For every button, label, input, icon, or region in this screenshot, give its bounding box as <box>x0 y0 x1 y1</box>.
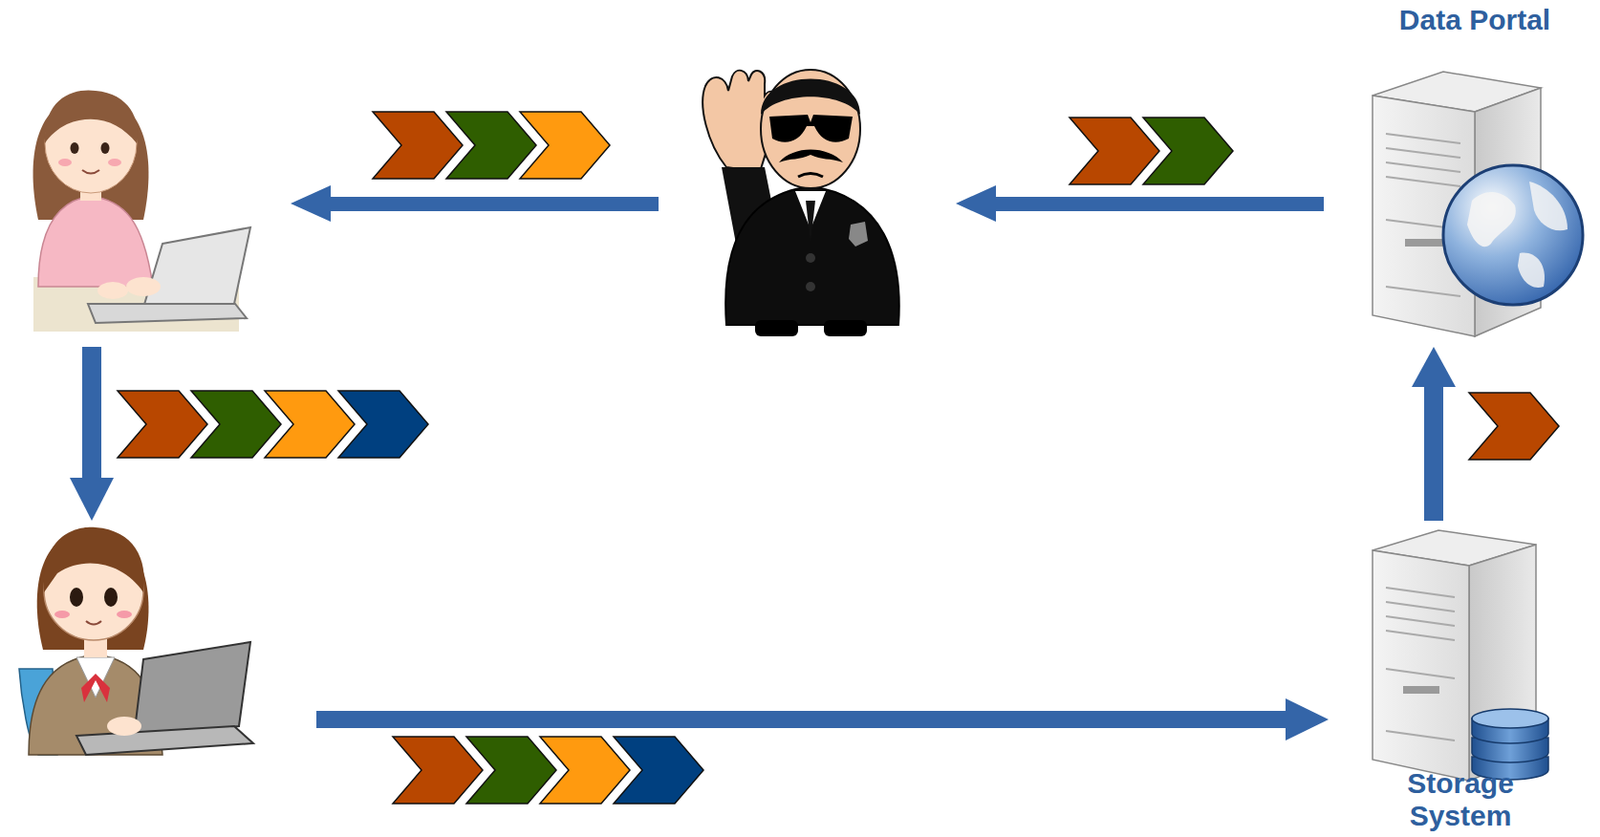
chevron <box>446 111 537 179</box>
user-figure-part <box>116 610 132 619</box>
user-figure-part <box>58 158 72 167</box>
chevron <box>392 736 483 804</box>
gatekeeper-figure-part <box>848 221 868 247</box>
user-figure-part <box>107 716 142 736</box>
user-figure-part <box>69 587 84 607</box>
server-node: Storage System <box>1357 520 1600 837</box>
user-figure-part <box>76 726 254 756</box>
chevron <box>519 111 610 179</box>
gatekeeper-figure-part <box>805 253 816 263</box>
server-node: Data Portal <box>1357 0 1600 347</box>
storage-server-icon-part-part <box>1385 616 1455 627</box>
web-server-icon-part-part <box>1385 162 1461 173</box>
user-figure-part <box>101 142 110 154</box>
gatekeeper-figure-part <box>769 114 853 143</box>
web-server-icon-part <box>1443 165 1583 305</box>
arrow-head <box>955 185 996 222</box>
user-figure-part <box>70 142 80 154</box>
user-figure-part <box>54 610 70 619</box>
chevron <box>117 390 208 458</box>
gatekeeper-figure-part <box>798 173 823 178</box>
web-server-icon-part <box>1517 253 1545 288</box>
user-figure-part <box>97 281 129 300</box>
chevron <box>1069 117 1160 185</box>
web-server-icon-part <box>1529 181 1568 231</box>
flow-arrow <box>1424 387 1444 521</box>
user-figure-part <box>87 303 247 324</box>
gatekeeper-figure-part <box>760 69 861 189</box>
web-server-icon <box>1372 71 1583 337</box>
user-figure-part <box>38 195 153 287</box>
chevron <box>191 390 282 458</box>
web-server-icon-part-part <box>1385 148 1461 158</box>
chevron <box>372 111 463 179</box>
storage-server-icon-part <box>1385 587 1455 741</box>
web-server-icon-part-part <box>1385 176 1461 187</box>
user-figure <box>33 89 251 332</box>
web-server-icon-part-part <box>1385 133 1461 144</box>
gatekeeper-figure-part <box>778 150 844 164</box>
user-figure-part <box>126 277 161 297</box>
arrow-head <box>290 185 331 222</box>
gatekeeper-figure-part <box>725 186 900 325</box>
storage-server-icon-part <box>1403 686 1440 694</box>
gatekeeper-figure-part <box>760 79 861 116</box>
chevron <box>466 736 557 804</box>
gatekeeper-figure-part <box>805 281 816 292</box>
arrow-shaft <box>328 196 659 212</box>
storage-server-icon-part-part <box>1385 731 1455 741</box>
storage-server-icon-part-part <box>1385 602 1455 612</box>
user-figure-part <box>104 587 118 607</box>
gatekeeper-figure-part <box>805 200 816 244</box>
user-figure-part <box>86 621 102 626</box>
storage-server-icon-part-part <box>1471 709 1549 729</box>
storage-server-icon <box>1372 530 1549 781</box>
arrow-shaft <box>316 711 1288 729</box>
user-figure-part <box>81 673 110 703</box>
arrow-shaft <box>994 196 1324 212</box>
storage-server-icon-part <box>1372 550 1470 781</box>
gatekeeper-figure-part <box>755 320 799 337</box>
arrow-head <box>69 477 114 521</box>
user-figure-part <box>44 89 138 144</box>
storage-server-icon-part-part <box>1385 669 1455 679</box>
chevron <box>1469 392 1559 460</box>
web-server-icon-part <box>1467 192 1516 247</box>
user-figure <box>19 527 254 756</box>
storage-server-icon-part-part <box>1385 587 1455 598</box>
chevron <box>540 736 630 804</box>
user-figure-part <box>143 227 251 308</box>
chevron <box>613 736 704 804</box>
arrow-shaft <box>82 346 102 481</box>
user-figure-part <box>82 170 100 174</box>
user-figure-part <box>133 642 251 738</box>
gatekeeper-figure <box>702 69 899 337</box>
storage-server-icon-part-part <box>1385 630 1455 641</box>
chevron <box>264 390 355 458</box>
web-server-icon-part <box>1405 238 1444 247</box>
node-heading: Storage System <box>1357 767 1564 833</box>
node-heading: Data Portal <box>1399 3 1551 37</box>
gatekeeper-figure-part <box>823 320 867 337</box>
chevron <box>338 390 429 458</box>
arrow-head <box>1285 698 1329 741</box>
data-chevrons <box>117 111 1559 804</box>
user-figure-part <box>43 527 145 593</box>
user-figure-part <box>108 158 122 167</box>
web-server-icon-part-part <box>1385 286 1461 297</box>
chevron <box>1143 117 1233 185</box>
flow-arrows <box>69 185 1329 741</box>
